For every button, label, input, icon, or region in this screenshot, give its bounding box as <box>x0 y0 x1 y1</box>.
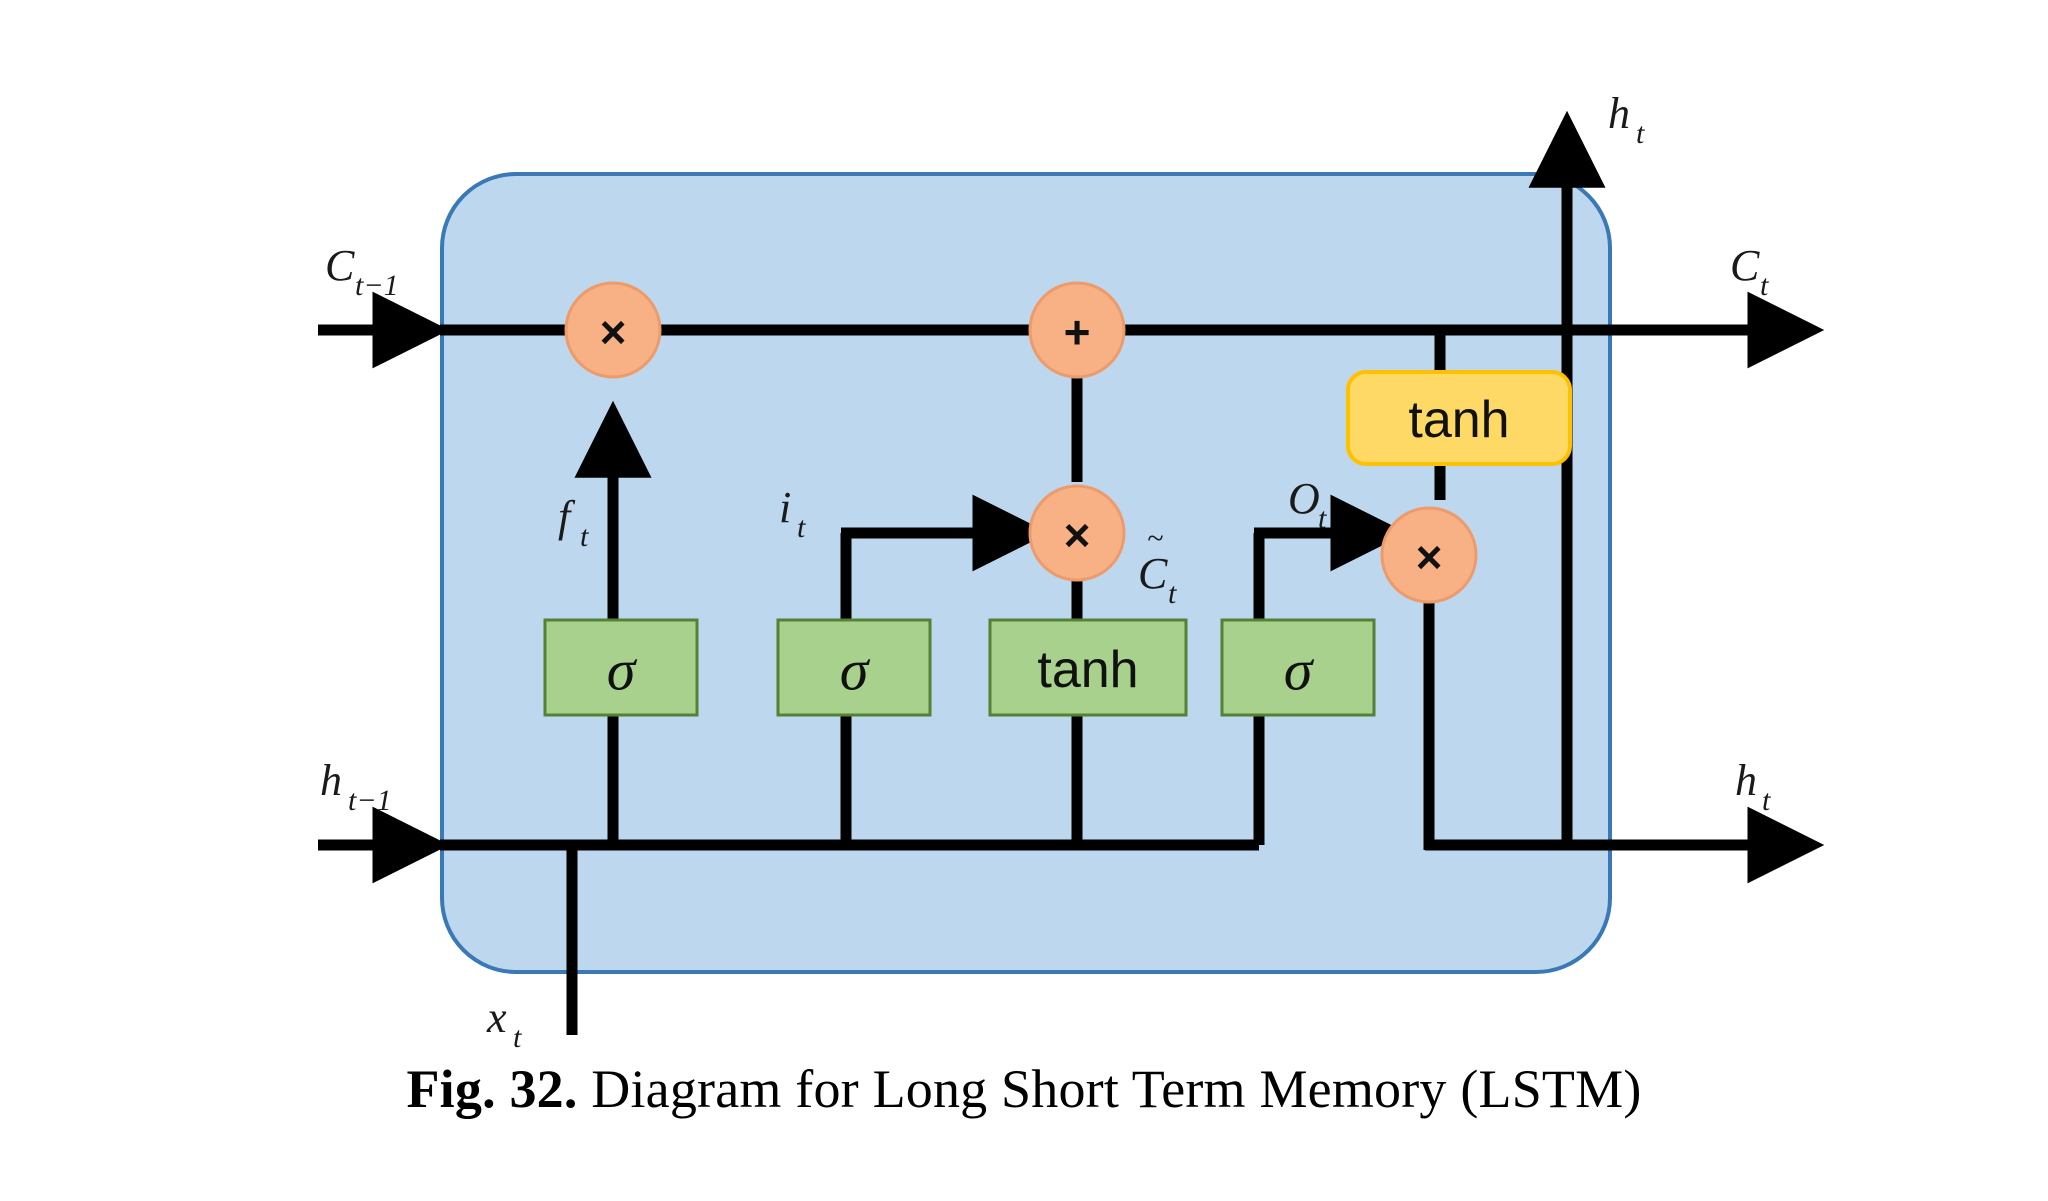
cell-tanh-box[interactable]: tanh <box>1346 370 1572 466</box>
forget-multiply-node[interactable]: × <box>564 281 662 379</box>
label-hidden-out-top-sub: t <box>1636 117 1645 150</box>
label-input-x-sub: t <box>513 1021 522 1054</box>
label-cell-out: C t <box>1730 241 1769 302</box>
label-input-gate-base: i <box>779 483 791 532</box>
output-gate-box[interactable]: σ <box>1220 618 1376 717</box>
cell-add-symbol: + <box>1064 306 1091 358</box>
label-hidden-out-top-base: h <box>1608 89 1630 138</box>
input-multiply-symbol: × <box>1064 509 1091 561</box>
label-hidden-out-right: h t <box>1735 756 1771 817</box>
label-input-x: x t <box>486 993 522 1054</box>
label-input-gate-sub: t <box>797 511 806 544</box>
label-hidden-out-right-sub: t <box>1762 784 1771 817</box>
label-hidden-in-sub: t−1 <box>348 784 392 817</box>
label-input-gate: i t <box>779 483 806 544</box>
label-output-gate-base: O <box>1288 474 1320 523</box>
label-output-gate-sub: t <box>1318 502 1327 535</box>
label-hidden-in-base: h <box>320 756 342 805</box>
label-candidate-sub: t <box>1168 577 1177 610</box>
label-candidate-tilde: ~ <box>1147 522 1163 555</box>
candidate-gate-label: tanh <box>1037 641 1138 699</box>
figure-caption-text: Diagram for Long Short Term Memory (LSTM… <box>577 1059 1642 1119</box>
candidate-gate-box[interactable]: tanh <box>988 618 1188 717</box>
lstm-cell-body <box>440 172 1612 974</box>
input-gate-box[interactable]: σ <box>776 618 932 717</box>
forget-gate-box[interactable]: σ <box>543 618 699 717</box>
label-hidden-in: h t−1 <box>320 756 392 817</box>
output-multiply-node[interactable]: × <box>1380 506 1478 604</box>
cell-tanh-label: tanh <box>1408 391 1509 449</box>
label-cell-in-base: C <box>325 241 355 290</box>
label-cell-out-base: C <box>1730 241 1760 290</box>
output-gate-label: σ <box>1284 638 1315 703</box>
input-gate-label: σ <box>840 638 871 703</box>
label-candidate-base: C <box>1138 549 1168 598</box>
label-hidden-out-top: h t <box>1608 89 1645 150</box>
label-hidden-out-right-base: h <box>1735 756 1757 805</box>
output-multiply-symbol: × <box>1416 531 1443 583</box>
forget-multiply-symbol: × <box>600 306 627 358</box>
label-output-gate: O t <box>1288 474 1327 535</box>
figure-number-label: Fig. 32. <box>406 1059 578 1119</box>
label-cell-in: C t−1 <box>325 241 399 302</box>
label-input-x-base: x <box>486 993 507 1042</box>
label-forget-gate-sub: t <box>580 520 589 553</box>
cell-add-node[interactable]: + <box>1028 281 1126 379</box>
label-cell-in-sub: t−1 <box>355 269 399 302</box>
forget-gate-label: σ <box>607 638 638 703</box>
figure-caption: Fig. 32. Diagram for Long Short Term Mem… <box>0 1058 2048 1120</box>
input-multiply-node[interactable]: × <box>1028 484 1126 582</box>
label-cell-out-sub: t <box>1760 269 1769 302</box>
label-candidate: ~ C t <box>1138 522 1177 610</box>
